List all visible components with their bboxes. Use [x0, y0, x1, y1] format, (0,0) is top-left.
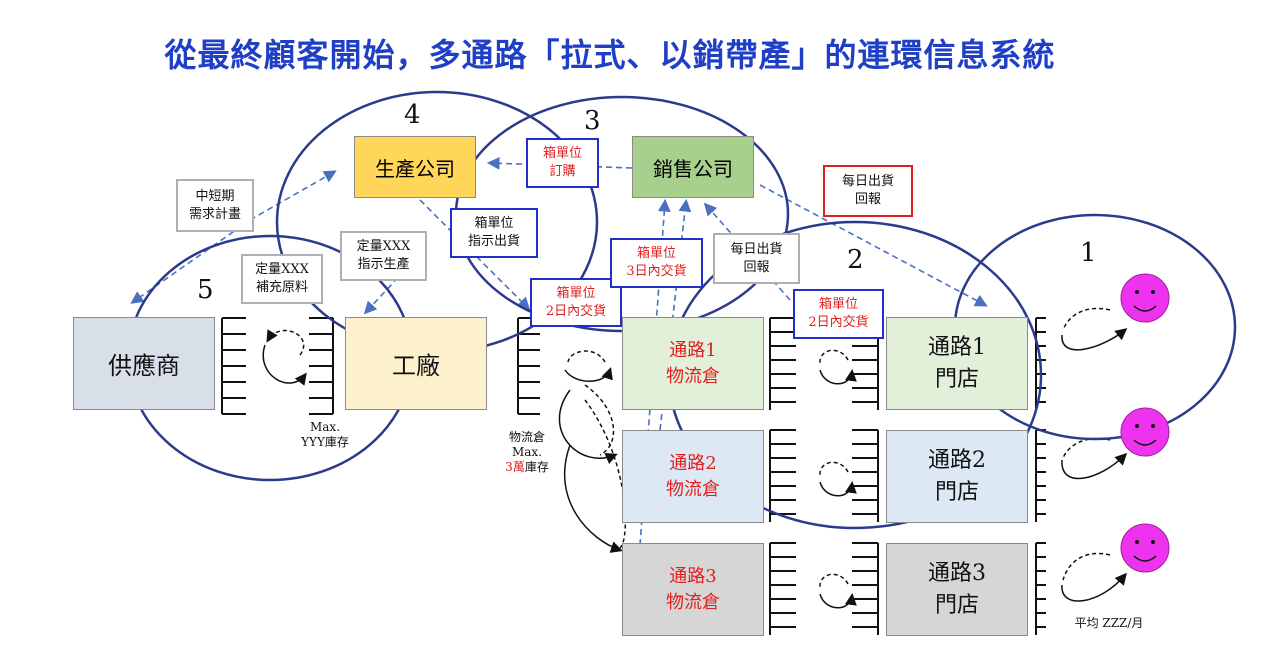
- note-text: 2日內交貨: [808, 315, 869, 330]
- note-text: 每日出貨: [841, 174, 894, 189]
- supplier-box: 供應商: [73, 317, 215, 410]
- store-1-line1: 通路1: [928, 334, 986, 360]
- note-text: 3日內交貨: [626, 264, 687, 279]
- label-text: Max.: [309, 420, 341, 434]
- note-text: 定量XXX: [356, 239, 411, 254]
- circle-number-4: 4: [404, 100, 421, 130]
- warehouse-2-line1: 通路2: [669, 452, 717, 474]
- note-text: 中短期: [195, 188, 235, 204]
- note-text: 箱單位: [474, 216, 514, 231]
- warehouse-1-line1: 通路1: [669, 339, 717, 361]
- label-average: 平均 ZZZ/月: [1074, 616, 1144, 630]
- circle-number-2: 2: [847, 245, 864, 275]
- warehouse-3-line2: 物流倉: [666, 591, 720, 613]
- note-fixed-instruct: 定量XXX 指示生產: [340, 231, 427, 281]
- store-2-line1: 通路2: [928, 447, 986, 473]
- page-title: 從最終顧客開始，多通路「拉式、以銷帶產」的連環信息系統: [164, 36, 1056, 74]
- circle-number-1: 1: [1080, 238, 1097, 268]
- note-box-instruct-ship: 箱單位指示出貨: [450, 208, 538, 258]
- store-2-box: 通路2 門店: [886, 430, 1028, 523]
- label-warehouse-max: 物流倉 Max. 3萬庫存: [496, 430, 558, 475]
- smiley-icon: [1120, 273, 1170, 323]
- note-fixed-replenish: 定量XXX 補充原料: [241, 254, 323, 304]
- customer-smileys: [1120, 273, 1170, 573]
- note-text: 每日出貨: [730, 241, 783, 257]
- note-text: 指示生產: [357, 257, 410, 272]
- warehouse-2-line2: 物流倉: [666, 478, 720, 500]
- note-text: 訂購: [549, 164, 576, 179]
- note-text: 回報: [854, 192, 881, 207]
- store-3-line2: 門店: [934, 592, 979, 618]
- factory-label: 工廠: [392, 352, 440, 380]
- note-text: 2日內交貨: [545, 303, 607, 319]
- note-text: 需求計畫: [188, 206, 241, 222]
- sales-company-label: 銷售公司: [653, 156, 733, 181]
- factory-box: 工廠: [345, 317, 487, 410]
- note-box-2day-b: 箱單位 2日內交貨: [793, 289, 884, 339]
- note-box-order: 箱單位訂購: [526, 138, 599, 188]
- warehouse-3-box: 通路3 物流倉: [622, 543, 764, 636]
- sales-company-box: 銷售公司: [632, 136, 754, 198]
- production-company-label: 生產公司: [375, 156, 455, 181]
- label-text: Max.: [511, 445, 543, 459]
- label-text: 物流倉: [508, 430, 545, 444]
- note-text: 回報: [743, 259, 770, 275]
- note-text: 箱單位: [636, 246, 676, 261]
- shelf-racks: [221, 317, 1046, 635]
- label-text: 3萬庫存: [496, 460, 558, 475]
- store-3-line1: 通路3: [928, 560, 986, 586]
- circle-number-5: 5: [197, 275, 214, 305]
- warehouse-2-box: 通路2 物流倉: [622, 430, 764, 523]
- note-daily-report-red: 每日出貨回報: [823, 165, 913, 217]
- note-box-2day-a: 箱單位 2日內交貨: [530, 278, 622, 327]
- note-text: 箱單位: [542, 146, 582, 161]
- label-red-text: 3萬: [505, 460, 525, 474]
- store-1-line2: 門店: [934, 366, 979, 392]
- note-box-3day: 箱單位 3日內交貨: [610, 238, 703, 288]
- note-daily-report-grey: 每日出貨回報: [713, 233, 800, 284]
- smiley-icon: [1120, 407, 1170, 457]
- warehouse-1-line2: 物流倉: [666, 365, 720, 387]
- note-text: 定量XXX: [255, 262, 309, 277]
- note-text: 箱單位: [818, 297, 858, 312]
- info-arrows: [130, 156, 988, 546]
- smiley-icon: [1120, 523, 1170, 573]
- note-text: 指示出貨: [467, 234, 520, 249]
- note-text: 箱單位: [556, 285, 596, 301]
- label-max-yyy: Max. YYY庫存: [290, 420, 360, 450]
- circle-number-3: 3: [584, 106, 601, 136]
- production-company-box: 生產公司: [354, 136, 476, 198]
- supplier-label: 供應商: [108, 352, 180, 380]
- store-2-line2: 門店: [934, 479, 979, 505]
- store-1-box: 通路1 門店: [886, 317, 1028, 410]
- label-text: YYY庫存: [301, 435, 349, 449]
- label-text: 庫存: [524, 460, 549, 474]
- note-mid-short-demand: 中短期需求計畫: [176, 179, 254, 232]
- warehouse-3-line1: 通路3: [669, 565, 717, 587]
- cycle-loops: [262, 307, 1128, 609]
- note-text: 補充原料: [255, 280, 308, 295]
- store-3-box: 通路3 門店: [886, 543, 1028, 636]
- warehouse-1-box: 通路1 物流倉: [622, 317, 764, 410]
